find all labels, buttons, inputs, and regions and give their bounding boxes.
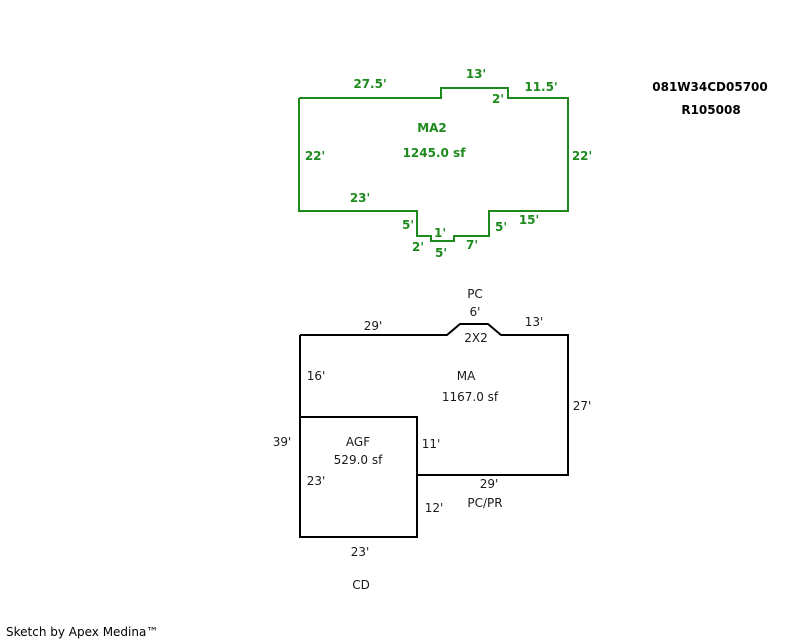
pc-dimensions: 2X2 [464,331,488,345]
dim-top-left: 29' [364,319,383,333]
parcel-id: 081W34CD05700 [652,80,768,94]
ma-outline [300,323,569,476]
dim-right: 27' [573,399,592,413]
agf-area-label: AGF [346,435,370,449]
dim-notch-right-bottom: 7' [466,238,478,252]
dim-bump-top: 13' [466,67,486,81]
dim-agf-bottom: 23' [351,545,370,559]
dim-top-right: 11.5' [524,80,557,94]
lower-sketch: PC 6' 2X2 MA 1167.0 sf AGF 529.0 sf 29' … [273,287,592,592]
ma-area-label: MA [457,369,476,383]
dim-notch-step-left: 2' [412,240,424,254]
dim-bottom-right: 15' [519,213,539,227]
dim-notch-left-drop: 5' [402,218,414,232]
dim-notch-right-rise: 5' [495,220,507,234]
ma-area-value: 1167.0 sf [442,390,499,404]
sketch-credit: Sketch by Apex Medina™ [6,625,158,639]
dim-bottom-right: 29' [480,477,499,491]
dim-inner-vertical: 11' [422,437,441,451]
ma2-area-value: 1245.0 sf [403,146,467,160]
agf-outline [299,335,418,538]
dim-right: 22' [572,149,592,163]
dim-notch-step-mid: 1' [434,226,446,240]
dim-left: 22' [305,149,325,163]
upper-sketch: MA2 1245.0 sf 27.5' 13' 2' 11.5' 22' 22'… [298,67,592,260]
dim-notch-bottom: 5' [435,246,447,260]
dim-agf-left: 23' [307,474,326,488]
pcpr-label: PC/PR [467,496,502,510]
ma2-outline [298,87,569,242]
dim-left-total: 39' [273,435,292,449]
dim-bump-step: 2' [492,92,504,106]
pc-size: 6' [470,305,481,319]
dim-bottom-left: 23' [350,191,370,205]
cd-label: CD [352,578,370,592]
dim-agf-right: 12' [425,501,444,515]
dim-top-right: 13' [525,315,544,329]
dim-top-left: 27.5' [353,77,386,91]
dim-left-upper: 16' [307,369,326,383]
pc-label: PC [467,287,483,301]
ma2-area-label: MA2 [417,121,447,135]
parcel-record-number: R105008 [681,103,740,117]
agf-area-value: 529.0 sf [334,453,383,467]
